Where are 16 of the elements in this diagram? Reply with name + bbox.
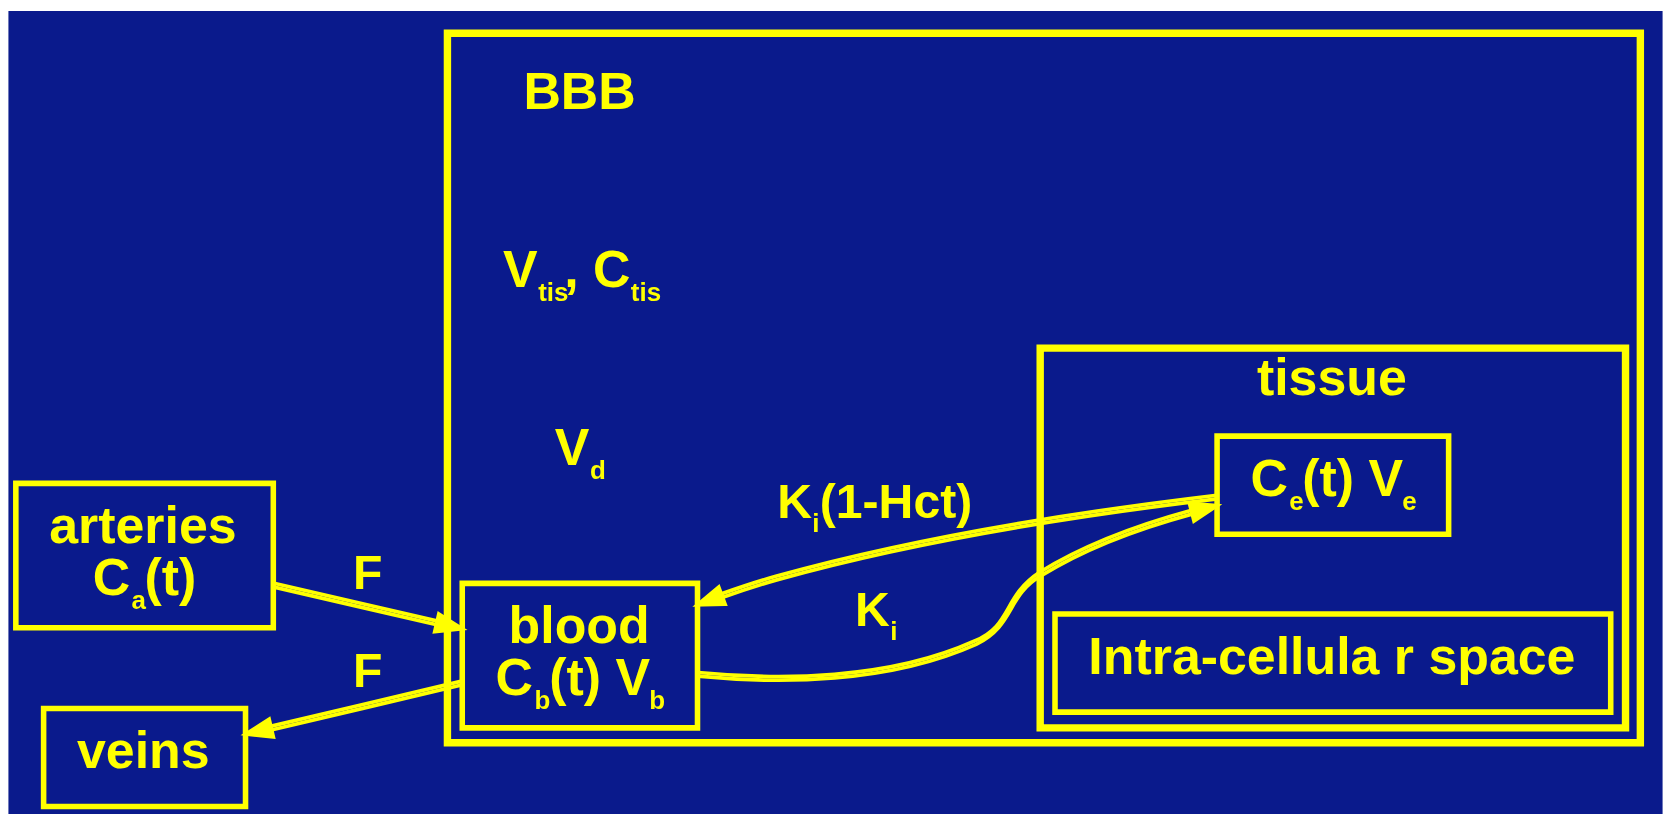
arrow (697, 501, 1223, 682)
node-box: Intra-cellula r space (1052, 611, 1614, 715)
node-box: blood C$_{b}$(t) V$_{b}$ (459, 580, 701, 731)
label: V$_{d}$ (554, 417, 606, 484)
node-box: arteries C$_{a}$(t) (13, 480, 277, 631)
node-box: C$_{e}$(t) V$_{e}$ (1214, 433, 1452, 538)
edge-label: F (352, 544, 383, 599)
arrow (240, 679, 463, 739)
edge-label: K$_{i}$(1-Hct) (777, 474, 973, 538)
node-box: veins (40, 705, 249, 810)
arrow (692, 493, 1218, 607)
label: V$_{tis}$, C$_{tis}$ (503, 239, 662, 306)
edge-label: K$_{i}$ (854, 581, 898, 645)
edge-label: F (352, 642, 383, 697)
cluster (443, 29, 1645, 747)
label: BBB (523, 61, 636, 120)
